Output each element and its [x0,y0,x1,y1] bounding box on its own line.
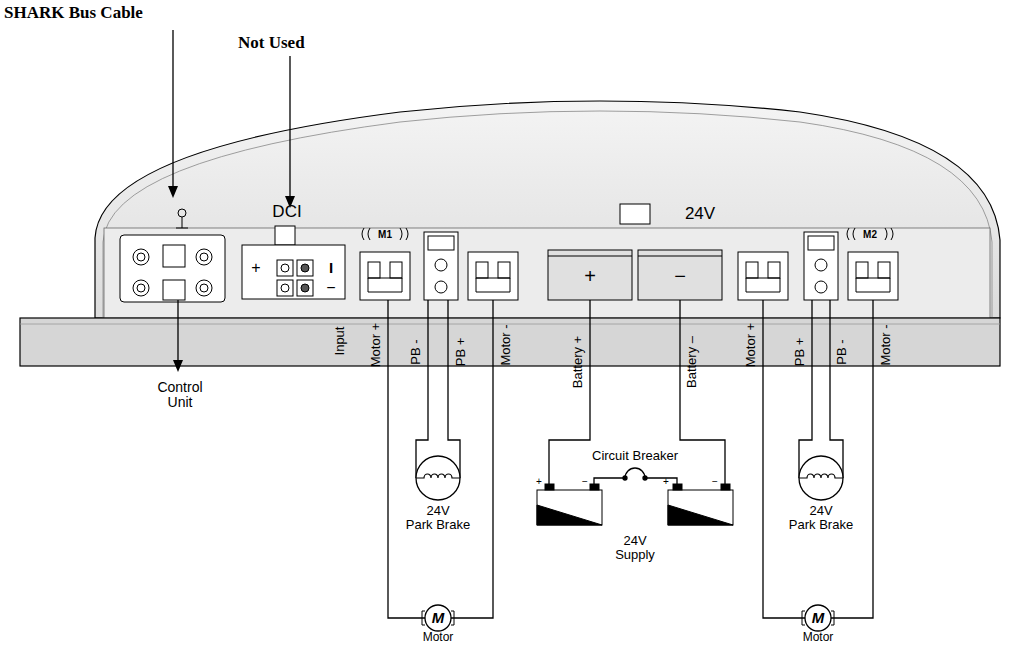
text-label: Control Unit [157,380,202,411]
text-label: + [251,259,260,277]
brake-coil [771,456,871,500]
text-label: + [663,476,669,487]
text-label: − [674,265,686,287]
wire-label: PB - [409,339,423,364]
brake-label: 24V Park Brake [388,504,488,533]
wire-label: Input [333,327,347,356]
text-label: + [536,476,542,487]
text-label: 24V [685,205,715,224]
park-brake: 24V Park Brake [771,456,871,533]
motor-symbol: MMotor [788,605,848,644]
wires [173,30,873,618]
wire-label: PB + [454,338,468,367]
wire-label: Motor - [879,324,893,365]
motor-label: Motor [408,631,468,644]
socket-panel [104,228,990,318]
motor-letter: M [408,605,468,631]
text-label: 24V Supply [615,534,655,563]
brake-label: 24V Park Brake [771,504,871,533]
housing-base [20,318,1000,366]
text-label: I [329,260,333,277]
wire-label: Motor - [499,324,513,365]
motor-label: Motor [788,631,848,644]
text-label: − [326,279,335,297]
bus-connector [120,209,225,302]
motor-symbol: MMotor [408,605,468,644]
text-label: + [584,265,596,287]
battery-terminals [548,204,722,300]
text-label: SHARK Bus Cable [4,4,143,23]
text-label: − [582,476,588,487]
wire-label: Battery + [571,336,585,388]
text-label: DCI [272,203,301,222]
text-label: Circuit Breaker [592,449,678,463]
text-label: − [712,476,718,487]
text-label: M1 [378,229,392,240]
text-label: Not Used [238,34,305,53]
wire-label: PB - [835,339,849,364]
dci-connector [242,226,345,299]
housing-edge [103,111,992,318]
brake-coil [388,456,488,500]
wire-label: Motor + [744,323,758,367]
module-housing [95,101,1000,318]
wire-label: Motor + [369,323,383,367]
batteries [537,484,733,525]
park-brake: 24V Park Brake [388,456,488,533]
wire-label: Battery – [685,336,699,388]
text-label: M2 [863,229,877,240]
motor-plugs [360,228,898,300]
motor-letter: M [788,605,848,631]
wire-label: PB + [793,338,807,367]
